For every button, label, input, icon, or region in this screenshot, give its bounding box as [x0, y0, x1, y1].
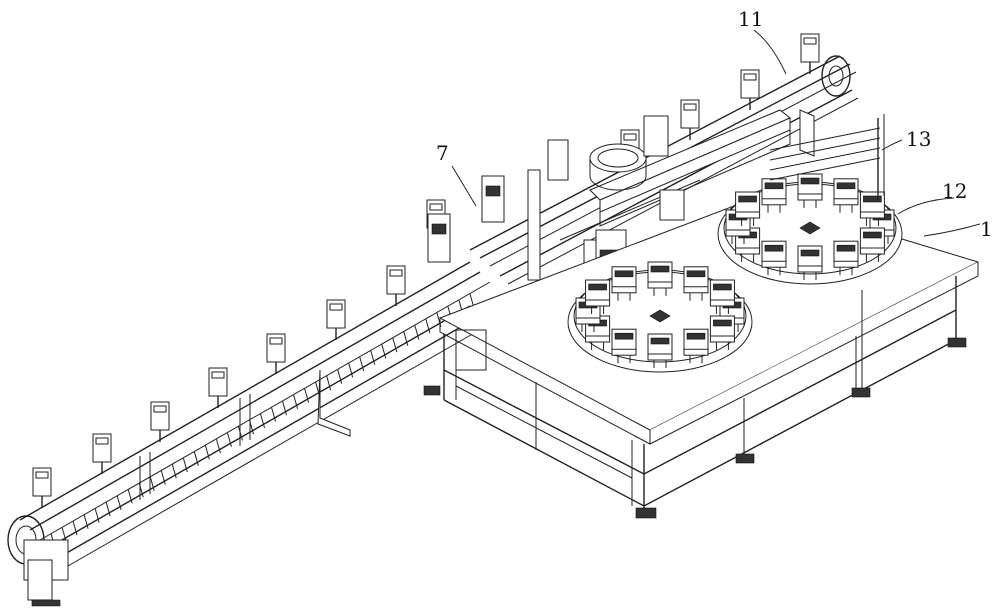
long-conveyor: [8, 200, 490, 606]
callout-12: 12: [942, 179, 967, 203]
callout-11: 11: [738, 7, 763, 31]
callout-7: 7: [436, 141, 449, 165]
rotary-table-right: [718, 174, 902, 284]
callout-13: 13: [906, 127, 931, 151]
callout-1: 1: [980, 217, 993, 241]
